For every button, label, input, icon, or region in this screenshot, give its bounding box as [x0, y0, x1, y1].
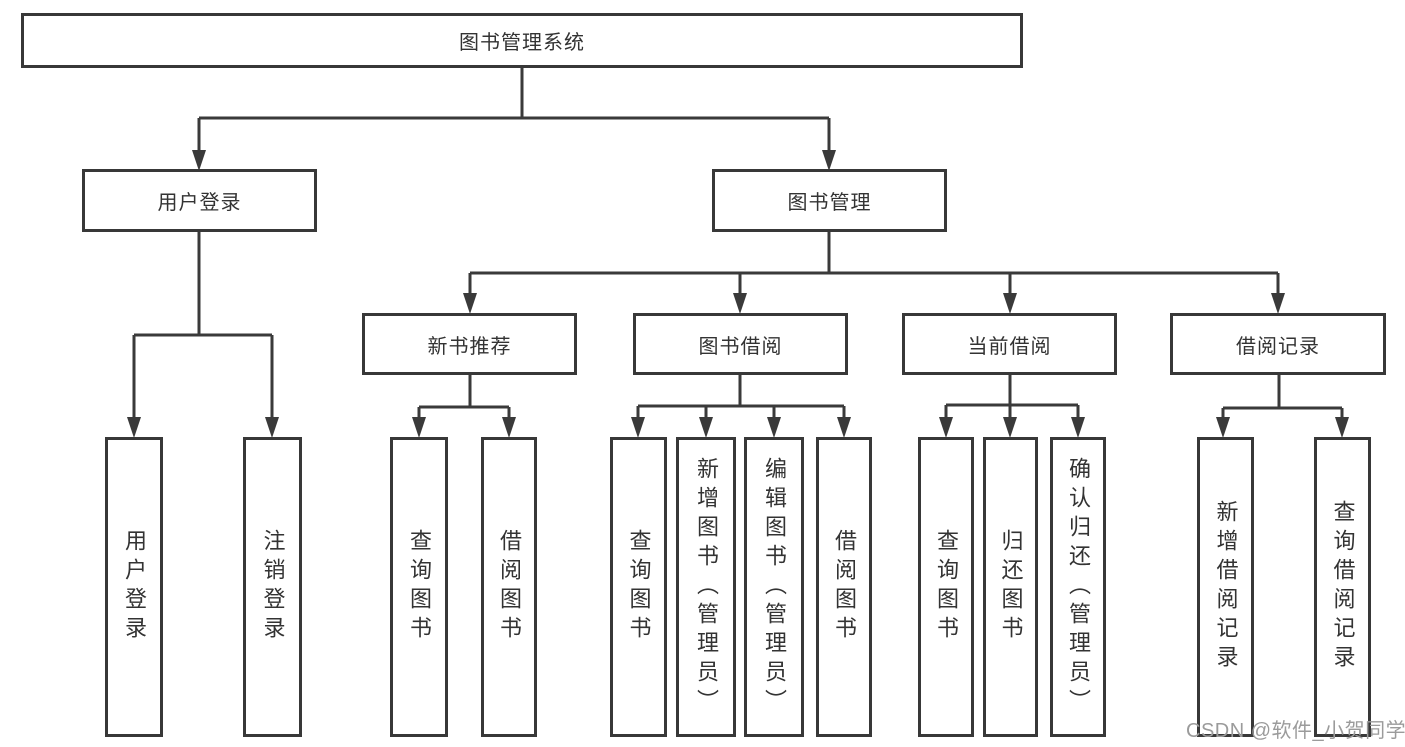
- node-add-borrow-record: 新增借阅记录: [1197, 437, 1254, 737]
- node-library-system: 图书管理系统: [21, 13, 1023, 68]
- node-current-borrowing: 当前借阅: [902, 313, 1117, 375]
- node-logout-leaf: 注销登录: [243, 437, 302, 737]
- csdn-watermark: CSDN @软件_小贺同学: [1186, 720, 1405, 742]
- node-borrowing-records: 借阅记录: [1170, 313, 1386, 375]
- node-user-login: 用户登录: [82, 169, 317, 232]
- node-borrow-books-recommend: 借阅图书: [481, 437, 537, 737]
- node-return-books: 归还图书: [983, 437, 1038, 737]
- node-query-books-recommend: 查询图书: [390, 437, 448, 737]
- node-book-management: 图书管理: [712, 169, 947, 232]
- node-book-borrowing: 图书借阅: [633, 313, 848, 375]
- node-confirm-return-admin: 确认归还（管理员）: [1050, 437, 1106, 737]
- node-new-book-recommendation: 新书推荐: [362, 313, 577, 375]
- node-query-books-current: 查询图书: [918, 437, 974, 737]
- node-user-login-leaf: 用户登录: [105, 437, 163, 737]
- node-query-books-borrowing: 查询图书: [610, 437, 667, 737]
- node-add-books-admin: 新增图书（管理员）: [676, 437, 736, 737]
- node-query-borrow-record: 查询借阅记录: [1314, 437, 1371, 737]
- node-borrow-books-leaf: 借阅图书: [816, 437, 872, 737]
- node-edit-books-admin: 编辑图书（管理员）: [744, 437, 804, 737]
